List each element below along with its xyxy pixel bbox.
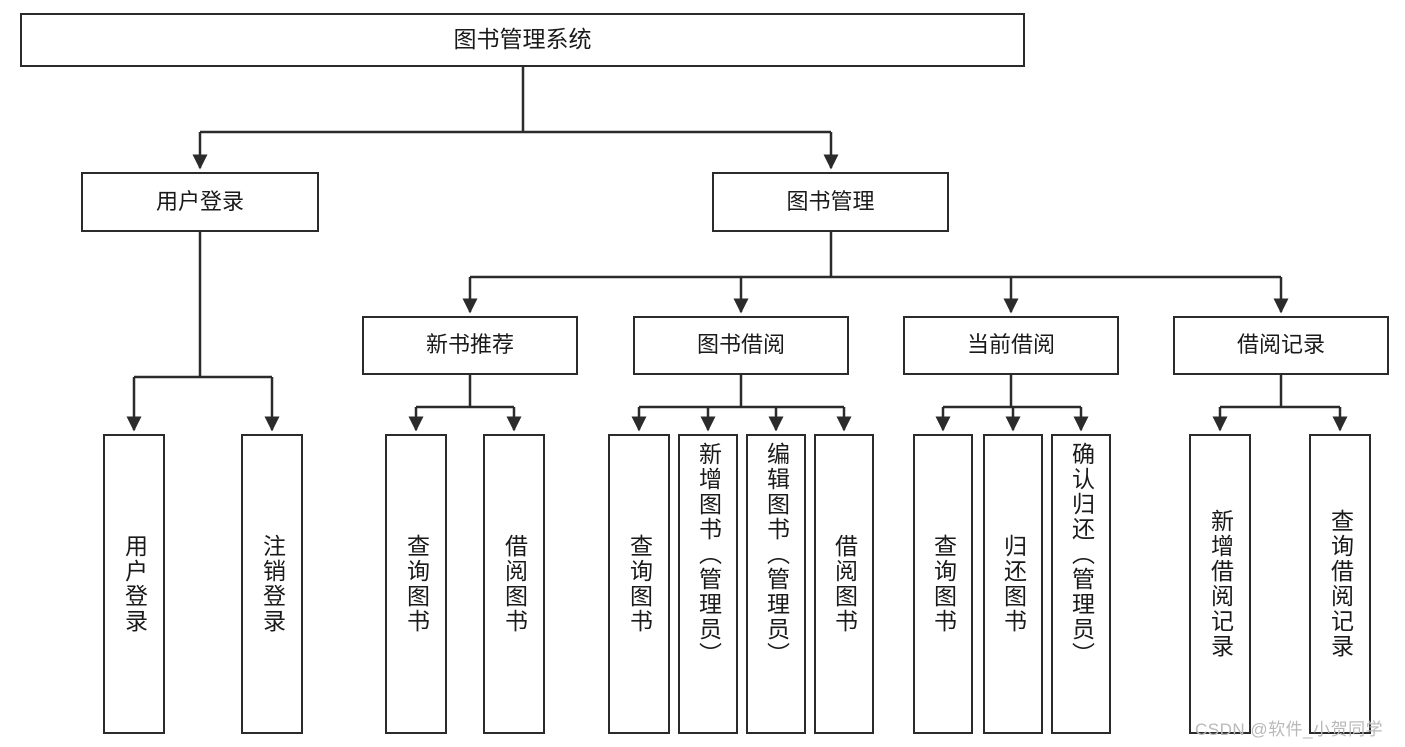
node-leaf-1[interactable]: 注销登录 xyxy=(241,434,303,734)
node-leaf-8[interactable]: 查询图书 xyxy=(913,434,973,734)
node-leaf-9[interactable]: 归还图书 xyxy=(983,434,1043,734)
node-level3-0-label: 新书推荐 xyxy=(425,332,514,358)
node-level3-3-label: 借阅记录 xyxy=(1236,332,1325,358)
node-leaf-2[interactable]: 查询图书 xyxy=(385,434,447,734)
node-leaf-4-label: 查询图书 xyxy=(626,534,653,634)
node-level3-2-label: 当前借阅 xyxy=(966,332,1055,358)
node-leaf-2-label: 查询图书 xyxy=(403,534,430,634)
watermark: CSDN @软件_小贺同学 xyxy=(1195,720,1384,739)
node-leaf-10-label: 确认归还（管理员） xyxy=(1068,442,1095,667)
node-leaf-3-label: 借阅图书 xyxy=(501,534,528,634)
node-leaf-3[interactable]: 借阅图书 xyxy=(483,434,545,734)
node-level3-3[interactable]: 借阅记录 xyxy=(1173,316,1389,375)
node-level3-2[interactable]: 当前借阅 xyxy=(903,316,1119,375)
node-level2-1[interactable]: 图书管理 xyxy=(712,172,949,232)
node-leaf-7[interactable]: 借阅图书 xyxy=(814,434,874,734)
node-leaf-12[interactable]: 查询借阅记录 xyxy=(1309,434,1371,734)
node-root[interactable]: 图书管理系统 xyxy=(20,13,1025,67)
node-leaf-5-label: 新增图书（管理员） xyxy=(695,442,722,667)
node-leaf-4[interactable]: 查询图书 xyxy=(608,434,670,734)
node-root-label: 图书管理系统 xyxy=(453,26,592,53)
node-leaf-6-label: 编辑图书（管理员） xyxy=(763,442,790,667)
node-level2-1-label: 图书管理 xyxy=(786,188,875,214)
node-leaf-0-label: 用户登录 xyxy=(121,534,148,634)
node-level2-0-label: 用户登录 xyxy=(155,188,244,214)
node-leaf-7-label: 借阅图书 xyxy=(831,534,858,634)
node-leaf-9-label: 归还图书 xyxy=(1000,534,1027,634)
node-leaf-6[interactable]: 编辑图书（管理员） xyxy=(746,434,806,734)
node-level3-1[interactable]: 图书借阅 xyxy=(633,316,849,375)
node-leaf-5[interactable]: 新增图书（管理员） xyxy=(678,434,738,734)
node-level2-0[interactable]: 用户登录 xyxy=(81,172,319,232)
node-leaf-12-label: 查询借阅记录 xyxy=(1327,509,1354,659)
node-leaf-11[interactable]: 新增借阅记录 xyxy=(1189,434,1251,734)
node-leaf-0[interactable]: 用户登录 xyxy=(103,434,165,734)
node-level3-0[interactable]: 新书推荐 xyxy=(362,316,578,375)
node-leaf-1-label: 注销登录 xyxy=(259,534,286,634)
node-level3-1-label: 图书借阅 xyxy=(696,332,785,358)
node-leaf-11-label: 新增借阅记录 xyxy=(1207,509,1234,659)
node-leaf-10[interactable]: 确认归还（管理员） xyxy=(1051,434,1111,734)
node-leaf-8-label: 查询图书 xyxy=(930,534,957,634)
